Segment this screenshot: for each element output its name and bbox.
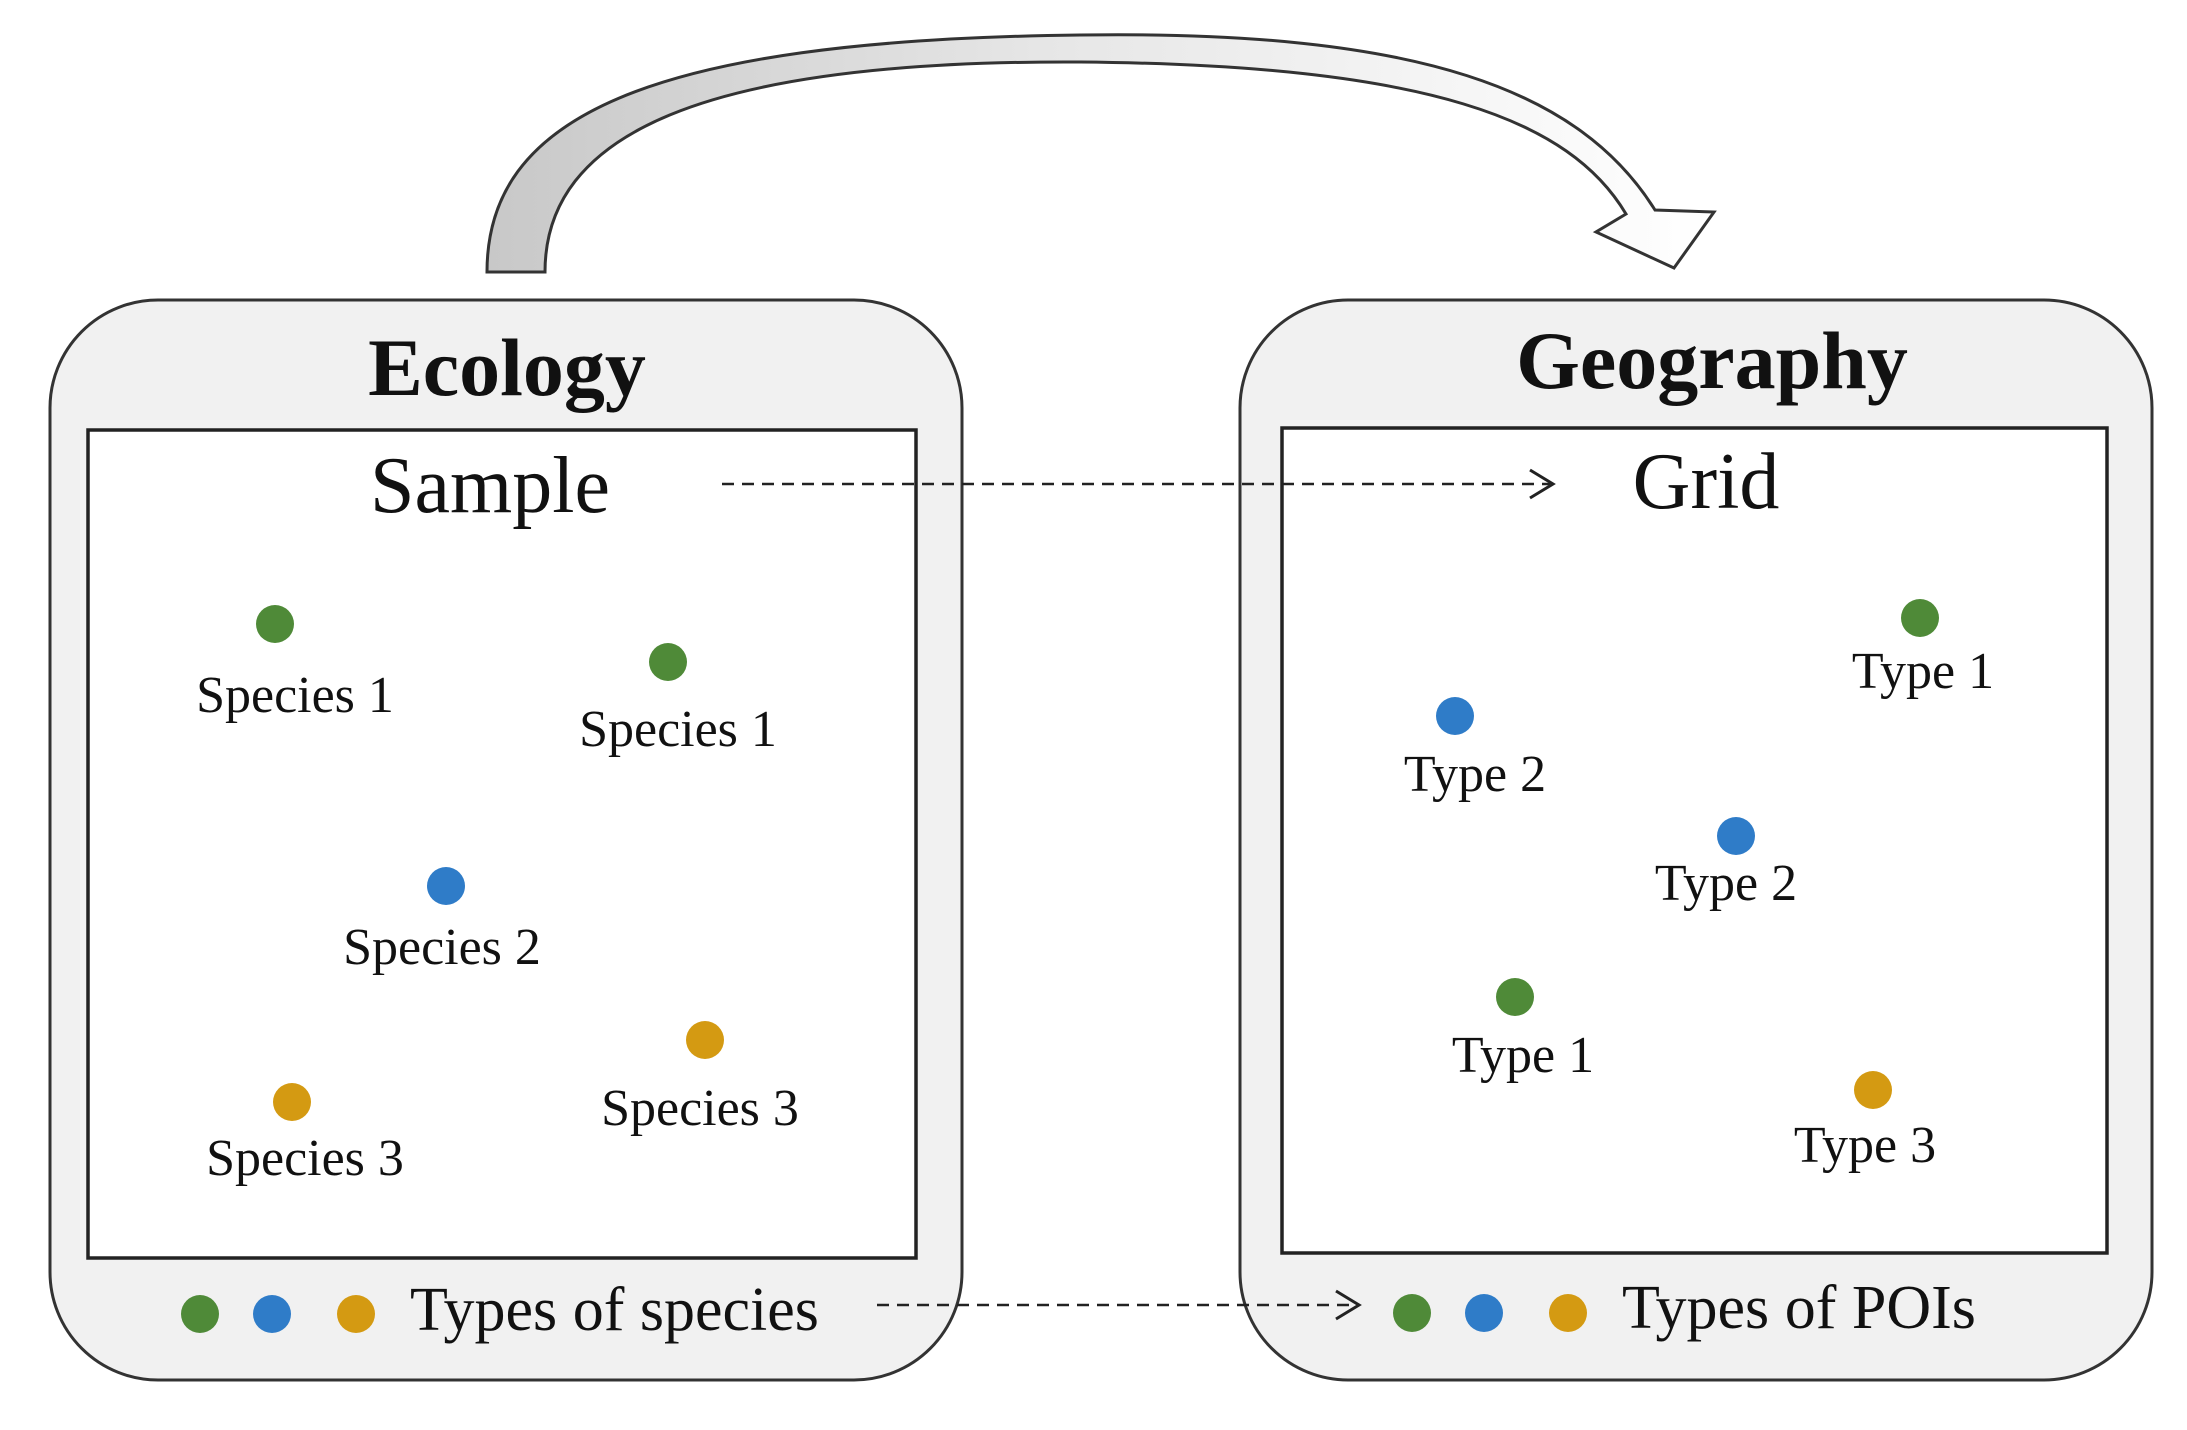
legend-dot-gold	[1549, 1294, 1587, 1332]
species-1-label: Species 1	[579, 701, 777, 758]
type-2-label: Type 2	[1655, 855, 1797, 912]
legend-dot-gold	[337, 1295, 375, 1333]
species-to-poi-arrowhead-icon	[1335, 1289, 1362, 1321]
dashed-arrow-icon	[722, 468, 1556, 500]
species-2-dot	[427, 867, 465, 905]
legend-dot-green	[1393, 1294, 1431, 1332]
species-2-label: Species 2	[343, 919, 541, 976]
type-2-dot	[1436, 697, 1474, 735]
sample-title: Sample	[370, 442, 610, 530]
type-1-dot	[1901, 599, 1939, 637]
legend-dot-blue	[1465, 1294, 1503, 1332]
sample-box	[86, 428, 918, 1260]
legend-dot-blue	[253, 1295, 291, 1333]
poi-legend: Types of POIs	[1393, 1274, 1976, 1342]
species-3-dot	[686, 1021, 724, 1059]
type-3-label: Type 3	[1794, 1117, 1936, 1174]
ecology-panel: Ecology Sample Species 1 Species 1 Speci…	[48, 298, 964, 1382]
dashed-arrow-icon	[877, 1289, 1362, 1321]
species-1-label: Species 1	[196, 667, 394, 724]
species-legend-label: Types of species	[410, 1276, 819, 1344]
geography-title: Geography	[1516, 315, 1908, 406]
type-3-dot	[1854, 1071, 1892, 1109]
type-2-label: Type 2	[1404, 746, 1546, 803]
species-1-dot	[256, 605, 294, 643]
species-3-label: Species 3	[601, 1080, 799, 1137]
ecology-title: Ecology	[368, 322, 646, 413]
legend-dot-green	[181, 1295, 219, 1333]
type-2-dot	[1717, 817, 1755, 855]
species-3-dot	[273, 1083, 311, 1121]
species-1-dot	[649, 643, 687, 681]
sample-to-grid-arrowhead-icon	[1529, 468, 1556, 500]
geography-panel: Geography Grid Type 1 Type 2 Type 2 Type…	[1238, 298, 2154, 1382]
type-1-dot	[1496, 978, 1534, 1016]
grid-title: Grid	[1633, 438, 1780, 526]
type-1-label: Type 1	[1852, 643, 1994, 700]
grid-box	[1280, 426, 2109, 1255]
species-3-label: Species 3	[206, 1130, 404, 1187]
species-legend: Types of species	[181, 1276, 819, 1344]
curved-block-arrow-icon	[485, 33, 1717, 274]
poi-legend-label: Types of POIs	[1622, 1274, 1976, 1342]
type-1-label: Type 1	[1452, 1027, 1594, 1084]
